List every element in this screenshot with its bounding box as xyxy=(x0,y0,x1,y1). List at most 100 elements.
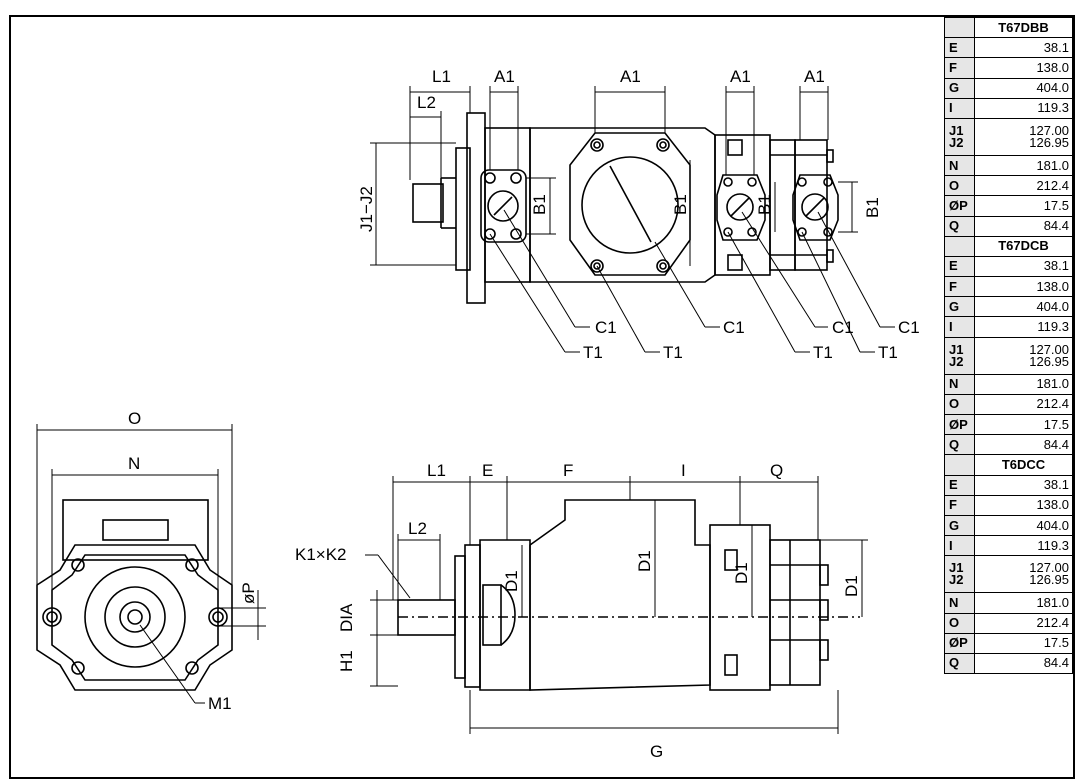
dimension-value-line: 126.95 xyxy=(1029,134,1069,150)
label-c1: C1 xyxy=(723,318,745,337)
label-t1: T1 xyxy=(663,343,683,362)
label-d1: D1 xyxy=(635,550,654,572)
label-l2: L2 xyxy=(417,93,436,112)
dimension-value: 17.5 xyxy=(974,632,1073,654)
label-t1: T1 xyxy=(878,343,898,362)
dimension-code: ØP xyxy=(944,632,975,654)
dimension-value: 181.0 xyxy=(974,592,1073,614)
dimension-code: F xyxy=(944,494,975,516)
dimension-code: N xyxy=(944,592,975,614)
label-f: F xyxy=(563,461,573,480)
dimension-code: F xyxy=(944,276,975,298)
dimension-code-line: J2 xyxy=(949,572,964,588)
label-i: I xyxy=(681,461,686,480)
dimension-value: 17.5 xyxy=(974,413,1073,436)
header-blank-cell xyxy=(944,16,975,39)
dimension-code: N xyxy=(944,154,975,177)
label-l1: L1 xyxy=(427,461,446,480)
dimension-value: 138.0 xyxy=(974,494,1073,516)
dimension-value: 404.0 xyxy=(974,296,1073,318)
dimension-value: 119.3 xyxy=(974,97,1073,119)
dimension-value: 212.4 xyxy=(974,612,1073,634)
dimension-code: G xyxy=(944,296,975,318)
label-t1: T1 xyxy=(813,343,833,362)
dimension-code: G xyxy=(944,514,975,537)
dimension-code: O xyxy=(944,175,975,197)
dimension-value: 212.4 xyxy=(974,175,1073,197)
dimension-code-line: J2 xyxy=(949,353,964,369)
side-view xyxy=(397,499,860,691)
dimension-value-line: 126.95 xyxy=(1029,572,1069,588)
dimension-code: ØP xyxy=(944,195,975,217)
label-l1: L1 xyxy=(432,67,451,86)
dimension-value-line: 127.00 xyxy=(1029,341,1069,357)
dimension-code: I xyxy=(944,535,975,557)
dimension-value: 84.4 xyxy=(974,215,1073,237)
table-header-row: T6DCC xyxy=(944,454,1073,476)
label-d1: D1 xyxy=(732,562,751,584)
dimension-value: 404.0 xyxy=(974,514,1073,537)
drawing-frame xyxy=(9,15,1075,779)
label-b1: B1 xyxy=(530,194,549,215)
label-o: O xyxy=(128,409,141,428)
label-a1: A1 xyxy=(804,67,825,86)
dimension-code-line: J1 xyxy=(949,560,964,576)
label-d1: D1 xyxy=(502,570,521,592)
dimension-value-line: 127.00 xyxy=(1029,122,1069,138)
model-title: T67DBB xyxy=(974,16,1073,39)
dimension-code: Q xyxy=(944,652,975,675)
model-title: T67DCB xyxy=(974,235,1073,257)
label-dia: DIA xyxy=(337,603,356,632)
label-q: Q xyxy=(770,461,783,480)
dimension-code: E xyxy=(944,255,975,278)
dimension-code: I xyxy=(944,316,975,338)
label-l2: L2 xyxy=(408,519,427,538)
label-g: G xyxy=(650,742,663,761)
dimension-value: 212.4 xyxy=(974,393,1073,416)
dimension-value: 84.4 xyxy=(974,434,1073,456)
dimension-code: E xyxy=(944,37,975,59)
dimension-value: 38.1 xyxy=(974,474,1073,496)
dimension-code-line: J1 xyxy=(949,341,964,357)
label-d1: D1 xyxy=(842,575,861,597)
label-a1: A1 xyxy=(494,67,515,86)
label-t1: T1 xyxy=(583,343,603,362)
header-blank-cell xyxy=(944,235,975,257)
label-k1xk2: K1×K2 xyxy=(295,545,347,564)
table-header-row: T67DCB xyxy=(944,235,1073,257)
label-b1: B1 xyxy=(863,197,882,218)
dimension-value: 119.3 xyxy=(974,535,1073,557)
dimension-code: O xyxy=(944,393,975,416)
dimension-code: G xyxy=(944,77,975,99)
label-a1: A1 xyxy=(730,67,751,86)
dimension-code: ØP xyxy=(944,413,975,436)
dimension-code: E xyxy=(944,474,975,496)
dimension-code: Q xyxy=(944,215,975,237)
labels: L1 L2 A1 A1 A1 A1 J1−J2 B1 B1 B1 B1 C1 C… xyxy=(128,67,920,761)
label-c1: C1 xyxy=(832,318,854,337)
